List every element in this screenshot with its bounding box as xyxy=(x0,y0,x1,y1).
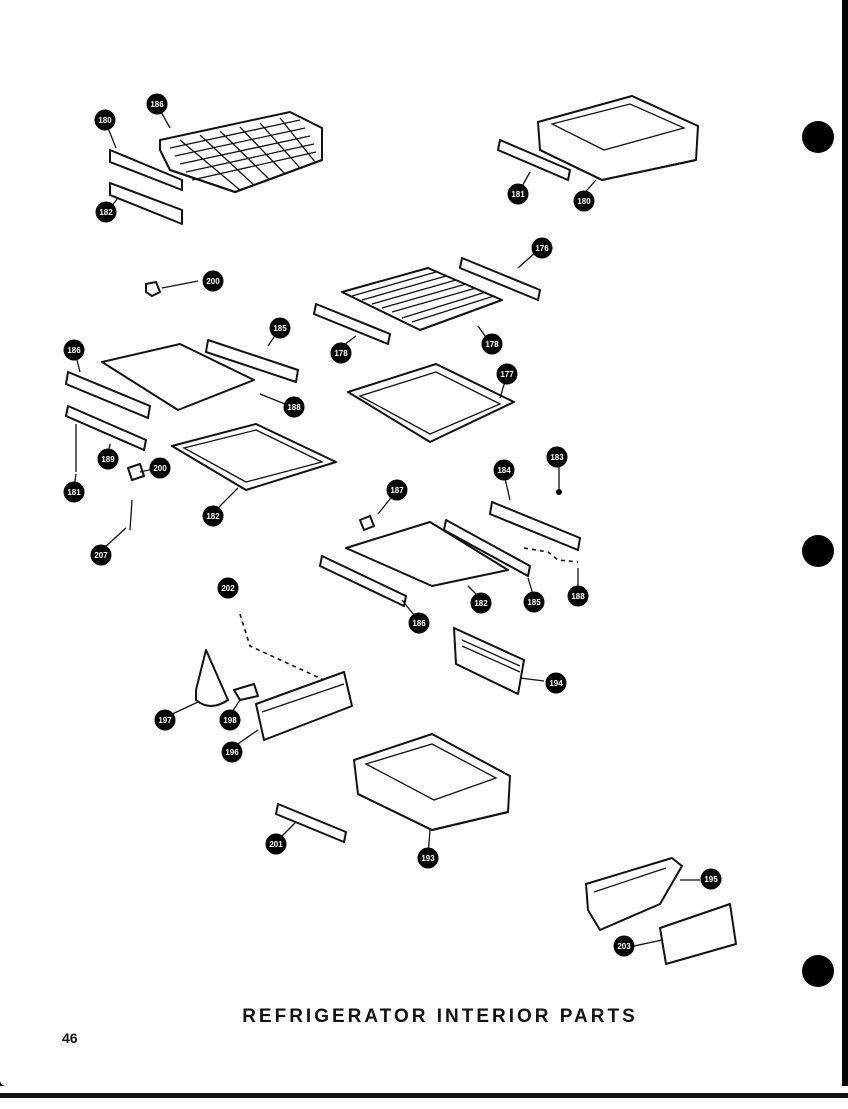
callout-188: 188 xyxy=(283,396,305,418)
callout-181: 181 xyxy=(507,183,529,205)
callout-187: 187 xyxy=(386,479,408,501)
callout-183: 183 xyxy=(546,446,568,468)
callout-label: 176 xyxy=(535,244,549,253)
callout-188: 188 xyxy=(567,585,589,607)
callout-197: 197 xyxy=(154,709,176,731)
callout-label: 185 xyxy=(273,324,287,333)
wire-basket xyxy=(159,111,323,193)
callout-193: 193 xyxy=(417,847,439,869)
callout-label: 195 xyxy=(704,875,718,884)
crisper-tray-top xyxy=(497,95,699,181)
callout-180: 180 xyxy=(94,109,116,131)
callout-196: 196 xyxy=(221,741,243,763)
callout-186: 186 xyxy=(408,612,430,634)
callout-label: 187 xyxy=(390,486,404,495)
callout-186: 186 xyxy=(63,339,85,361)
callout-203: 203 xyxy=(613,935,635,957)
small-clip xyxy=(145,280,199,297)
callout-189: 189 xyxy=(97,448,119,470)
callout-label: 203 xyxy=(617,942,631,951)
callout-194: 194 xyxy=(545,672,567,694)
glass-shelf-right xyxy=(319,489,581,607)
bottom-drawer xyxy=(353,733,511,831)
glass-shelf-left xyxy=(65,339,299,419)
callout-label: 194 xyxy=(549,679,563,688)
callout-201: 201 xyxy=(265,833,287,855)
binder-hole-middle xyxy=(802,535,834,567)
wire-shelf xyxy=(313,257,541,345)
scan-edge xyxy=(0,1086,848,1109)
callout-label: 180 xyxy=(577,197,591,206)
callout-185: 185 xyxy=(523,591,545,613)
panel-194 xyxy=(453,627,525,695)
callout-label: 182 xyxy=(474,599,488,608)
basket-rails xyxy=(109,149,183,225)
callout-label: 201 xyxy=(269,840,283,849)
page-number: 46 xyxy=(62,1030,78,1046)
binder-holes xyxy=(802,121,834,987)
callout-label: 198 xyxy=(223,716,237,725)
callout-label: 181 xyxy=(511,190,525,199)
callout-label: 186 xyxy=(150,100,164,109)
callout-label: 185 xyxy=(527,598,541,607)
callout-178: 178 xyxy=(481,333,503,355)
callout-label: 184 xyxy=(497,466,511,475)
callout-label: 178 xyxy=(485,340,499,349)
callout-label: 180 xyxy=(98,116,112,125)
callout-label: 182 xyxy=(99,208,113,217)
callout-label: 207 xyxy=(94,551,108,560)
callout-182: 182 xyxy=(95,201,117,223)
callout-176: 176 xyxy=(531,237,553,259)
callout-label: 186 xyxy=(412,619,426,628)
binder-hole-bottom xyxy=(802,955,834,987)
callout-182: 182 xyxy=(202,505,224,527)
plate-203 xyxy=(659,903,737,965)
shelf-frame-center xyxy=(347,363,515,443)
callout-label: 181 xyxy=(67,488,81,497)
callout-group: 180 186 182 181 180 200 176 178 178 186 185 188 177 1… xyxy=(63,93,722,957)
callout-label: 197 xyxy=(158,716,172,725)
bracket-195 xyxy=(585,857,683,931)
callout-label: 196 xyxy=(225,748,239,757)
callout-177: 177 xyxy=(496,363,518,385)
callout-195: 195 xyxy=(700,868,722,890)
leader-lines xyxy=(73,109,700,947)
callout-200: 200 xyxy=(202,270,224,292)
callout-label: 193 xyxy=(421,854,435,863)
callout-label: 189 xyxy=(101,455,115,464)
callout-182: 182 xyxy=(470,592,492,614)
clip-198 xyxy=(233,683,259,701)
shelf-frame-left xyxy=(65,405,337,531)
binder-hole-top xyxy=(802,121,834,153)
callout-178: 178 xyxy=(330,342,352,364)
callout-200: 200 xyxy=(149,457,171,479)
callout-label: 200 xyxy=(206,277,220,286)
callout-label: 188 xyxy=(287,403,301,412)
callout-180: 180 xyxy=(573,190,595,212)
callout-185: 185 xyxy=(269,317,291,339)
lamp-cover xyxy=(195,649,229,707)
callout-label: 177 xyxy=(500,370,514,379)
bracket-196 xyxy=(255,671,353,741)
callout-label: 183 xyxy=(550,453,564,462)
callout-184: 184 xyxy=(493,459,515,481)
callout-label: 200 xyxy=(153,464,167,473)
callout-198: 198 xyxy=(219,709,241,731)
rail-201 xyxy=(275,803,347,843)
leader-202 xyxy=(239,613,325,681)
callout-label: 202 xyxy=(221,584,235,593)
callout-181: 181 xyxy=(63,481,85,503)
callout-label: 178 xyxy=(334,349,348,358)
callout-label: 186 xyxy=(67,346,81,355)
page-title: REFRIGERATOR INTERIOR PARTS xyxy=(242,1006,638,1027)
callout-label: 182 xyxy=(206,512,220,521)
callout-202: 202 xyxy=(217,577,239,599)
callout-207: 207 xyxy=(90,544,112,566)
callout-label: 188 xyxy=(571,592,585,601)
callout-186: 186 xyxy=(146,93,168,115)
